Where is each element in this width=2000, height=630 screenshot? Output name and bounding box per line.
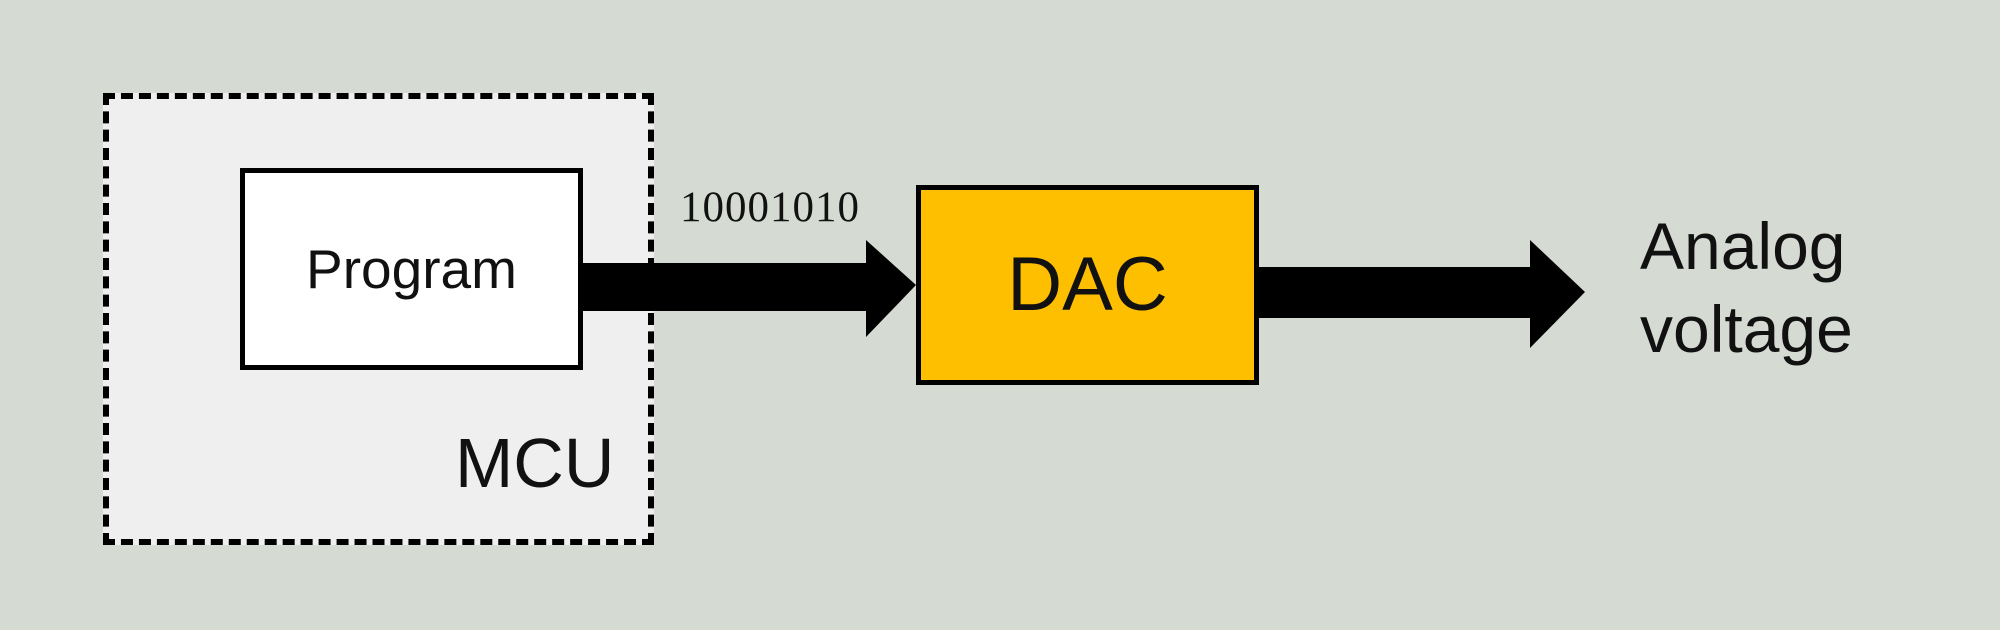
program-block: Program bbox=[240, 168, 583, 370]
analog-output-arrow bbox=[1256, 240, 1585, 348]
program-label: Program bbox=[306, 237, 517, 300]
mcu-label: MCU bbox=[455, 424, 615, 502]
dac-block: DAC bbox=[916, 185, 1259, 385]
digital-value-label: 10001010 bbox=[680, 184, 860, 231]
analog-voltage-line-1: Analog bbox=[1640, 209, 1846, 283]
analog-voltage-label: Analog voltage bbox=[1640, 205, 1853, 370]
analog-voltage-line-2: voltage bbox=[1640, 291, 1853, 366]
dac-label: DAC bbox=[1007, 242, 1168, 327]
